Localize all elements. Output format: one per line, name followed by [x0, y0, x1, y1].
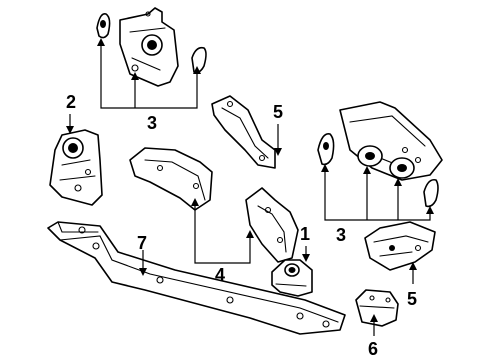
callout-4: 4 — [215, 265, 225, 285]
washer-right — [191, 46, 207, 74]
callout-5-bottom: 5 — [407, 289, 417, 309]
mount-block — [355, 289, 399, 327]
callout-1: 1 — [300, 224, 310, 244]
mount-bracket-left — [129, 147, 213, 211]
mount-bracket-right — [245, 187, 299, 263]
callout-5-top: 5 — [273, 102, 283, 122]
mount-bracket-lower — [364, 221, 436, 271]
callout-2: 2 — [66, 92, 76, 112]
callout-7: 7 — [137, 233, 147, 253]
crossmember — [47, 221, 346, 335]
leader-lines — [66, 38, 434, 336]
washer-b — [423, 178, 439, 208]
callout-3-right: 3 — [336, 225, 346, 245]
callout-3-top: 3 — [147, 113, 157, 133]
engine-mount-left — [49, 129, 103, 206]
mount-bracket-upper — [211, 95, 276, 169]
mount-insulator — [271, 259, 313, 297]
right-insulator-group — [317, 101, 443, 208]
top-insulator-group — [96, 7, 207, 87]
callout-6: 6 — [368, 339, 378, 359]
